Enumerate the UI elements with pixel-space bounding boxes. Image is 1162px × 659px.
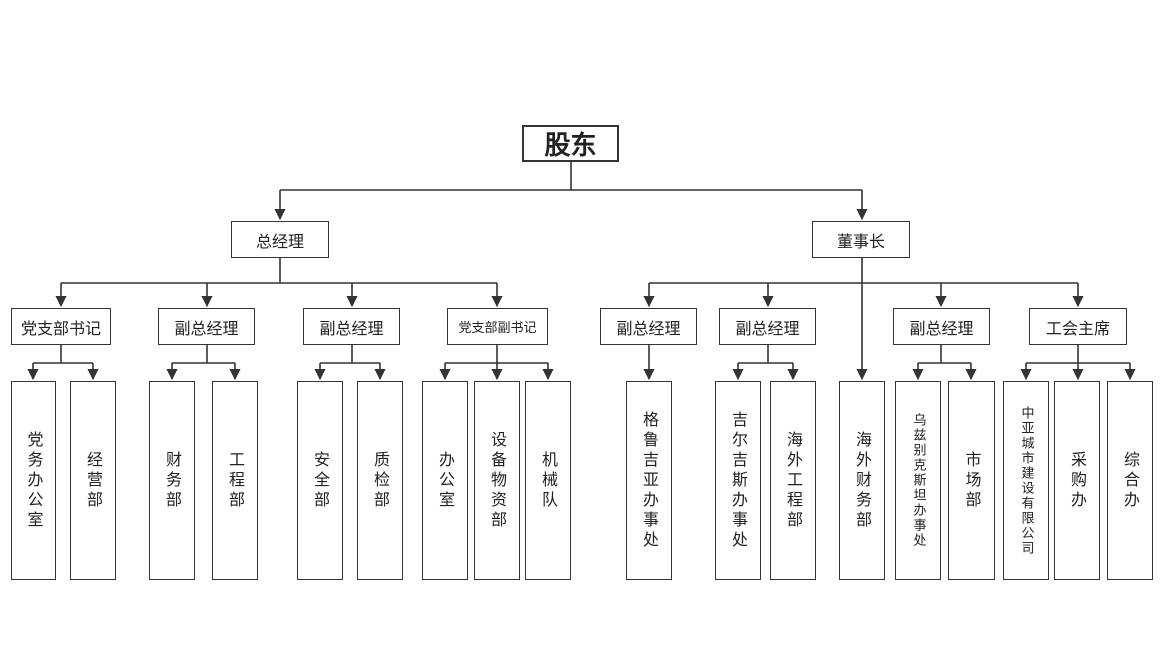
dept-overseas-finance: 海外财务部 [839, 381, 885, 580]
union-chair-node: 工会主席 [1029, 308, 1127, 345]
general-manager-node: 总经理 [231, 221, 329, 258]
chairman-node: 董事长 [812, 221, 910, 258]
dept-operations: 经营部 [70, 381, 116, 580]
dept-engineering: 工程部 [212, 381, 258, 580]
dept-uzbekistan-office: 乌兹别克斯坦办事处 [895, 381, 941, 580]
dept-machinery-team: 机械队 [525, 381, 571, 580]
deputy-party-secretary-node: 党支部副书记 [447, 308, 548, 345]
dept-procurement: 采购办 [1054, 381, 1100, 580]
deputy-gm-node-1: 副总经理 [158, 308, 255, 345]
dept-equipment-materials: 设备物资部 [474, 381, 520, 580]
dept-party-affairs-office: 党务办公室 [11, 381, 56, 580]
shareholders-node: 股东 [522, 125, 619, 162]
dept-general-office: 综合办 [1107, 381, 1153, 580]
dept-marketing: 市场部 [948, 381, 995, 580]
dept-safety: 安全部 [297, 381, 343, 580]
dept-quality-inspection: 质检部 [357, 381, 403, 580]
party-secretary-node: 党支部书记 [11, 308, 111, 345]
dept-office: 办公室 [422, 381, 468, 580]
dept-kyrgyzstan-office: 吉尔吉斯办事处 [715, 381, 761, 580]
deputy-gm-node-3: 副总经理 [600, 308, 697, 345]
dept-central-asia-urban-construction: 中亚城市建设有限公司 [1003, 381, 1049, 580]
dept-overseas-engineering: 海外工程部 [770, 381, 816, 580]
deputy-gm-node-4: 副总经理 [719, 308, 816, 345]
dept-finance: 财务部 [149, 381, 195, 580]
deputy-gm-node-5: 副总经理 [893, 308, 990, 345]
dept-georgia-office: 格鲁吉亚办事处 [626, 381, 672, 580]
deputy-gm-node-2: 副总经理 [303, 308, 400, 345]
